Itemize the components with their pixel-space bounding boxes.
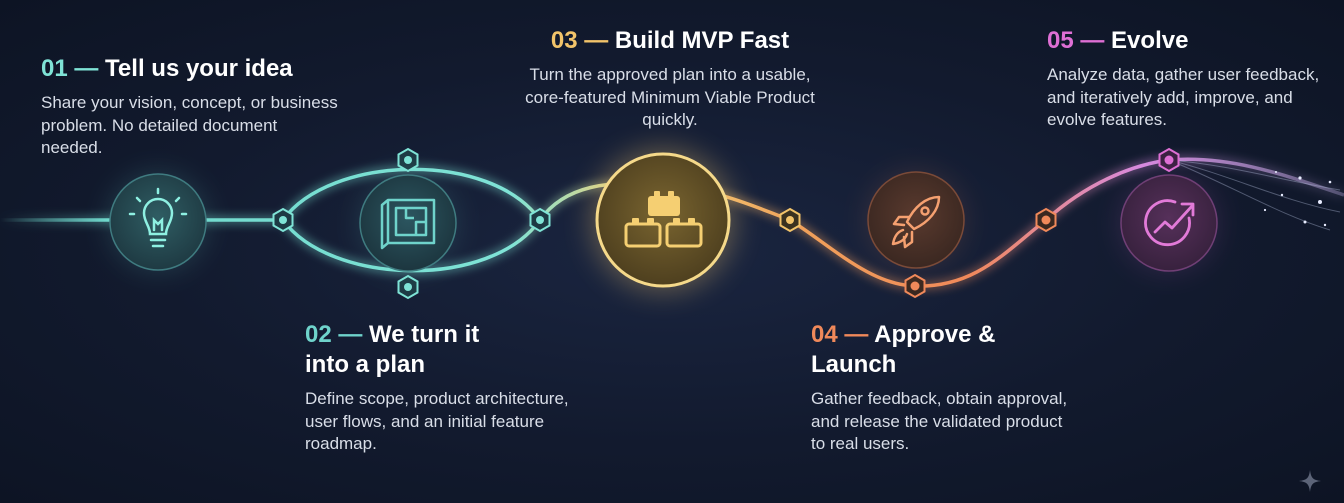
connector-node	[397, 274, 419, 300]
trailing-sparkle-trails	[1168, 159, 1341, 231]
step-4-heading: 04 — Approve & Launch	[811, 320, 1071, 380]
connector-node	[779, 207, 801, 233]
step-4-card: 04 — Approve & Launch Gather feedback, ob…	[811, 320, 1071, 456]
step-2-description: Define scope, product architecture, user…	[305, 389, 569, 453]
step-1-title: Tell us your idea	[105, 55, 293, 82]
step-2-node	[359, 174, 457, 272]
step-5-node	[1120, 174, 1218, 272]
step-5-number: 05 —	[1047, 27, 1105, 54]
connector-node	[397, 147, 419, 173]
step-3-node	[591, 148, 735, 292]
connector-node	[1158, 147, 1180, 173]
step-1-card: 01 — Tell us your idea Share your vision…	[41, 54, 341, 160]
connector-node	[529, 207, 551, 233]
step-3-heading: 03 — Build MVP Fast	[520, 26, 820, 56]
step-1-description: Share your vision, concept, or business …	[41, 93, 338, 157]
lightbulb-icon	[128, 187, 188, 248]
step-3-card: 03 — Build MVP Fast Turn the approved pl…	[520, 26, 820, 132]
connector-node	[1035, 207, 1057, 233]
step-2-card: 02 — We turn it into a plan Define scope,…	[305, 320, 605, 456]
blueprint-icon	[380, 198, 436, 250]
step-1-heading: 01 — Tell us your idea	[41, 54, 341, 84]
building-blocks-icon	[624, 191, 703, 248]
step-5-heading: 05 — Evolve	[1047, 26, 1337, 56]
step-5-card: 05 — Evolve Analyze data, gather user fe…	[1047, 26, 1337, 132]
step-1-number: 01 —	[41, 55, 99, 82]
connector-node	[904, 273, 926, 299]
step-3-description: Turn the approved plan into a usable, co…	[525, 65, 815, 129]
step-4-node	[867, 171, 965, 269]
step-4-number: 04 —	[811, 321, 869, 348]
connector-node	[272, 207, 294, 233]
step-3-number: 03 —	[550, 27, 609, 54]
step-1-node	[109, 173, 207, 271]
growth-chart-icon	[1144, 199, 1195, 247]
step-5-description: Analyze data, gather user feedback, and …	[1047, 65, 1320, 129]
step-4-description: Gather feedback, obtain approval, and re…	[811, 389, 1068, 453]
step-4-title-line2: Launch	[811, 351, 897, 378]
step-2-heading: 02 — We turn it into a plan	[305, 320, 605, 380]
step-2-title-line2: into a plan	[305, 351, 425, 378]
rocket-icon	[891, 195, 941, 249]
step-2-number: 02 —	[305, 321, 363, 348]
step-5-title: Evolve	[1111, 27, 1189, 54]
step-4-title-line1: Approve &	[874, 321, 996, 348]
sparkle-dots	[1263, 171, 1332, 227]
step-2-title-line1: We turn it	[369, 321, 480, 348]
sparkle-icon	[1299, 470, 1321, 492]
step-3-title: Build MVP Fast	[614, 27, 790, 54]
